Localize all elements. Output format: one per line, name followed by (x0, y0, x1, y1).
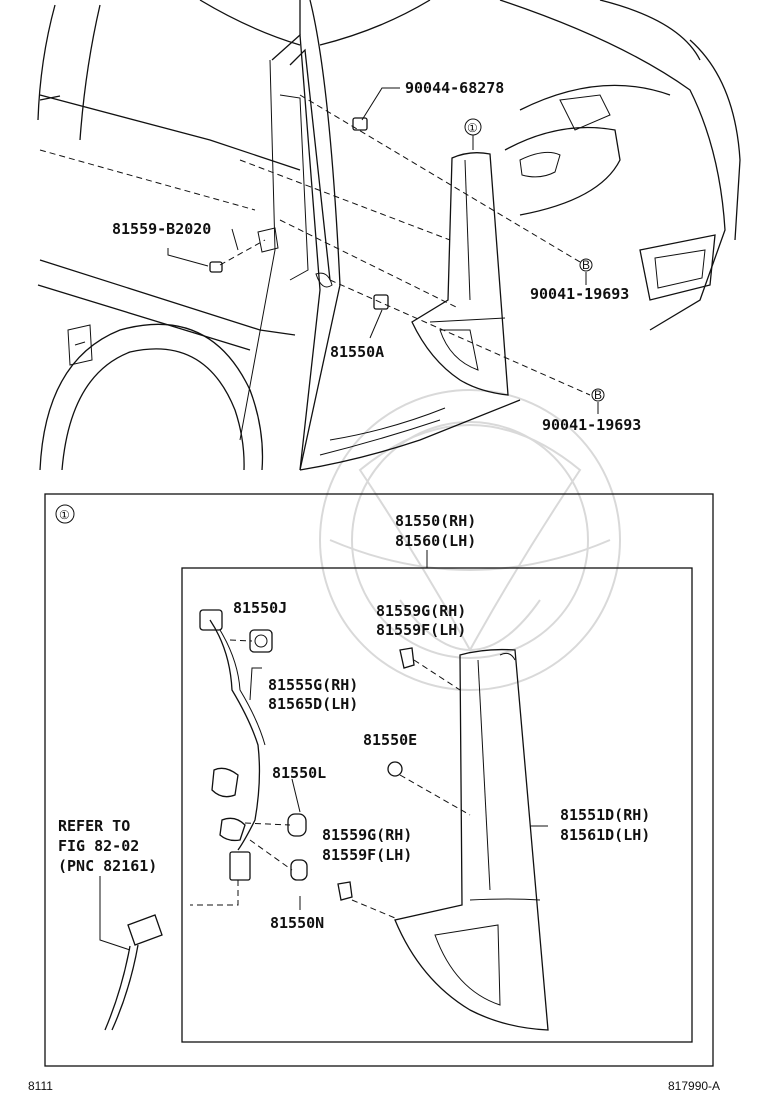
screw-bottom-rh-label[interactable]: 81559G(RH) (322, 826, 412, 844)
wire-rh-label[interactable]: 81555G(RH) (268, 676, 358, 694)
fastener-icons-top (209, 117, 389, 310)
circle-ref-top-text: ① (467, 121, 478, 135)
circle-ref-top (464, 118, 482, 136)
bulb-81550l-label[interactable]: 81550L (272, 764, 326, 782)
socket-81550j-label[interactable]: 81550J (233, 599, 287, 617)
refer-line-3[interactable]: (PNC 82161) (58, 857, 157, 875)
bulb-81550n-icon (290, 859, 308, 881)
screw-bottom-lh-label[interactable]: 81559F(LH) (322, 846, 412, 864)
bulb-81550l-icon (287, 813, 307, 837)
lens-lh-label[interactable]: 81561D(LH) (560, 826, 650, 844)
bulb-81550n-label[interactable]: 81550N (270, 914, 324, 932)
assembly-lh-label[interactable]: 81560(LH) (395, 532, 476, 550)
external-connector (99, 876, 163, 1031)
detail-frame (44, 493, 714, 1067)
refer-line-2[interactable]: FIG 82-02 (58, 837, 139, 855)
b-marker-2: B (591, 388, 605, 402)
detail-leader-lines (229, 639, 548, 919)
wiring-harness (190, 609, 266, 906)
assembly-rh-label[interactable]: 81550(RH) (395, 512, 476, 530)
screw-top-rh-label[interactable]: 81559G(RH) (376, 602, 466, 620)
tail-lamp-lens-detail (394, 648, 549, 1031)
screw-top-icon (399, 647, 415, 669)
watermark-emblem (319, 389, 621, 691)
part-90041-19693-label-2[interactable]: 90041-19693 (542, 416, 641, 434)
circle-ref-detail-text: ① (59, 508, 70, 522)
b-marker-1: B (579, 258, 593, 272)
part-90044-68278-label[interactable]: 90044-68278 (405, 79, 504, 97)
b-marker-1-text: B (582, 258, 590, 272)
wire-lh-label[interactable]: 81565D(LH) (268, 695, 358, 713)
screw-top-lh-label[interactable]: 81559F(LH) (376, 621, 466, 639)
vehicle-body-illustration (37, 0, 741, 471)
socket-81550j-icon (249, 629, 273, 653)
refer-line-1: REFER TO (58, 817, 130, 835)
part-81550a-label[interactable]: 81550A (330, 343, 384, 361)
circle-ref-detail (55, 504, 75, 524)
footer-left-code: 8111 (28, 1079, 53, 1093)
footer-right-code: 817990-A (668, 1079, 720, 1093)
b-marker-2-text: B (594, 388, 602, 402)
tail-lamp-top-view (411, 152, 509, 396)
nut-81550e-icon (387, 761, 403, 777)
screw-bottom-icon (337, 881, 353, 901)
nut-81550e-label[interactable]: 81550E (363, 731, 417, 749)
part-90041-19693-label-1[interactable]: 90041-19693 (530, 285, 629, 303)
lens-rh-label[interactable]: 81551D(RH) (560, 806, 650, 824)
assembly-frame (181, 567, 693, 1043)
part-81559-b2020-label[interactable]: 81559-B2020 (112, 220, 211, 238)
top-leader-lines (39, 87, 599, 414)
